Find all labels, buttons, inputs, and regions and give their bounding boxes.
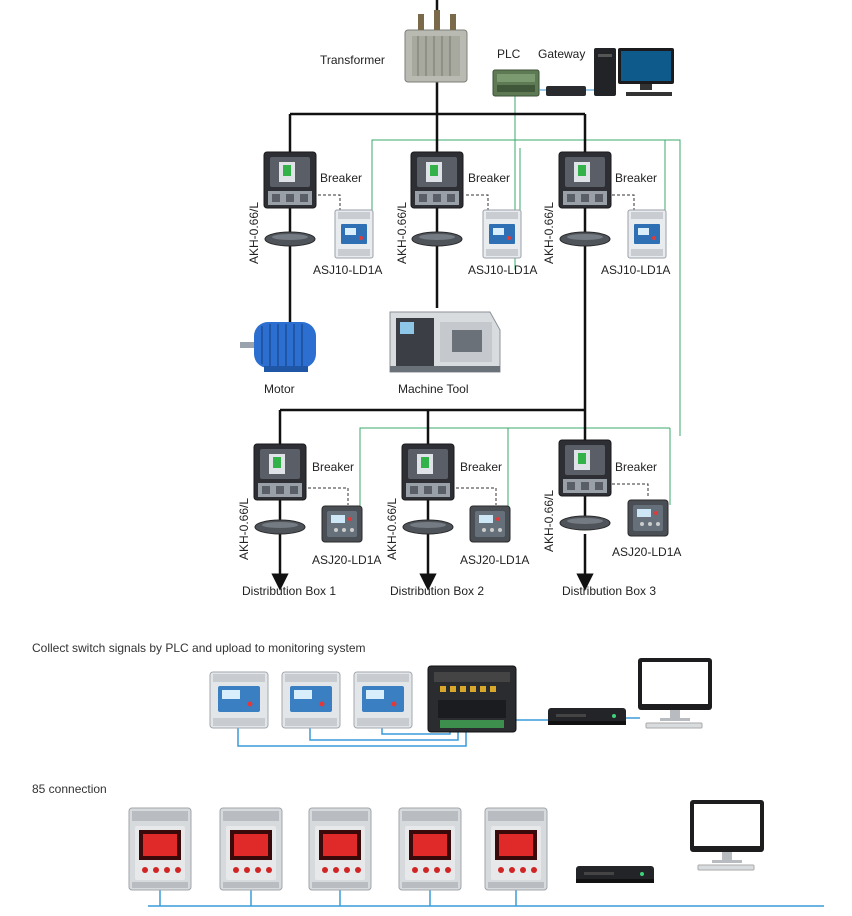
- distribution-box-2: Distribution Box 2: [390, 584, 484, 598]
- ct-label-4: AKH-0.66/L: [237, 498, 251, 560]
- relay-asj20-3: [627, 499, 669, 537]
- relay-label-1: ASJ10-LD1A: [313, 263, 382, 277]
- breaker-4: [253, 443, 307, 501]
- relay-label-2: ASJ10-LD1A: [468, 263, 537, 277]
- plc-din-module-1: [209, 671, 269, 729]
- plc-controller: [427, 665, 517, 733]
- plc-unit: [492, 69, 540, 97]
- relay-asj10-2: [482, 209, 522, 259]
- breaker-label-6: Breaker: [615, 460, 657, 474]
- breaker-label-3: Breaker: [615, 171, 657, 185]
- breaker-6: [558, 439, 612, 497]
- ct-label-6: AKH-0.66/L: [542, 490, 556, 552]
- ct-label-3: AKH-0.66/L: [542, 202, 556, 264]
- distribution-box-3: Distribution Box 3: [562, 584, 656, 598]
- current-transformer-5: [402, 519, 454, 535]
- gateway-device: [546, 86, 586, 96]
- transformer: [404, 10, 468, 83]
- relay-label-6: ASJ20-LD1A: [612, 545, 681, 559]
- relay-asj10-1: [334, 209, 374, 259]
- dashed-links: [308, 194, 649, 505]
- breaker-1: [263, 151, 317, 209]
- relay-asj20-1: [321, 505, 363, 543]
- motor-icon: [240, 322, 316, 372]
- meter-1: [128, 807, 192, 891]
- relay-label-4: ASJ20-LD1A: [312, 553, 381, 567]
- rs485-network-box: [576, 866, 654, 883]
- plc-din-module-2: [281, 671, 341, 729]
- ct-label-1: AKH-0.66/L: [247, 202, 261, 264]
- relay-asj10-3: [627, 209, 667, 259]
- power-bus: [271, 0, 594, 591]
- rs485-section-caption: 85 connection: [32, 782, 107, 796]
- meter-3: [308, 807, 372, 891]
- breaker-3: [558, 151, 612, 209]
- relay-label-5: ASJ20-LD1A: [460, 553, 529, 567]
- current-transformer-2: [411, 231, 463, 247]
- machine-tool-icon: [389, 311, 501, 373]
- machine-tool-label: Machine Tool: [398, 382, 469, 396]
- ct-label-2: AKH-0.66/L: [395, 202, 409, 264]
- plc-network-box: [548, 708, 626, 725]
- motor-label: Motor: [264, 382, 295, 396]
- relay-label-3: ASJ10-LD1A: [601, 263, 670, 277]
- relay-asj20-2: [469, 505, 511, 543]
- current-transformer-6: [559, 515, 611, 531]
- meter-5: [484, 807, 548, 891]
- breaker-label-2: Breaker: [468, 171, 510, 185]
- current-transformer-3: [559, 231, 611, 247]
- current-transformer-4: [254, 519, 306, 535]
- breaker-label-4: Breaker: [312, 460, 354, 474]
- plc-section-caption: Collect switch signals by PLC and upload…: [32, 641, 366, 655]
- breaker-5: [401, 443, 455, 501]
- rs485-monitor: [689, 799, 765, 871]
- plc-label: PLC: [497, 47, 521, 61]
- plc-monitor: [637, 657, 713, 729]
- ct-label-5: AKH-0.66/L: [385, 498, 399, 560]
- gateway-label: Gateway: [538, 47, 585, 61]
- distribution-box-1: Distribution Box 1: [242, 584, 336, 598]
- desktop-computer: [594, 48, 674, 96]
- breaker-label-5: Breaker: [460, 460, 502, 474]
- breaker-2: [410, 151, 464, 209]
- current-transformer-1: [264, 231, 316, 247]
- plc-din-module-3: [353, 671, 413, 729]
- meter-2: [219, 807, 283, 891]
- rs485-section: [128, 799, 824, 907]
- breaker-label-1: Breaker: [320, 171, 362, 185]
- meter-4: [398, 807, 462, 891]
- plc-section: [209, 657, 713, 747]
- transformer-label: Transformer: [320, 53, 385, 67]
